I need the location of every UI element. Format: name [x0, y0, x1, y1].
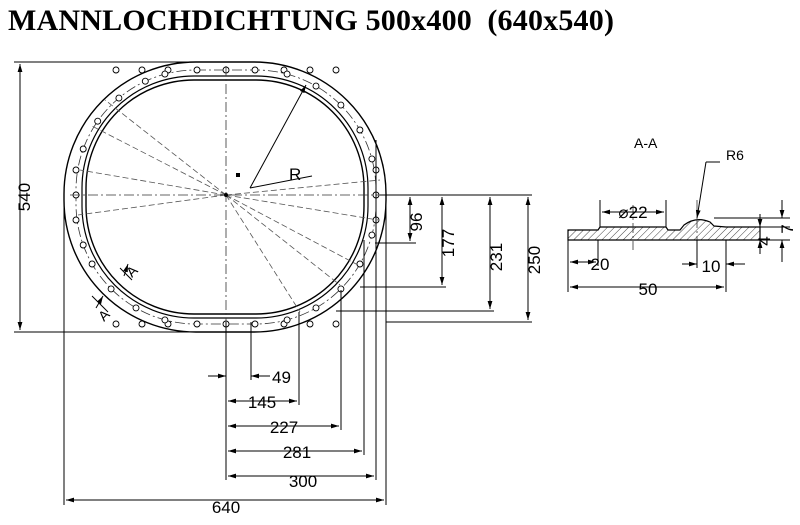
dim-145: 145 — [248, 393, 276, 412]
bolt-holes — [72, 66, 380, 328]
bolt-hole — [72, 216, 80, 224]
bolt-hole — [72, 166, 80, 174]
radius-leader — [249, 84, 307, 189]
section-dim-50: 50 — [639, 280, 658, 299]
dim-250: 250 — [525, 246, 544, 274]
gasket-inner-contour-outer — [81, 75, 369, 319]
bolt-hole — [283, 316, 291, 324]
bolt-hole — [332, 66, 340, 74]
dim-177: 177 — [439, 229, 458, 257]
bolt-hole — [193, 66, 201, 74]
radial-construction-lines — [77, 99, 381, 313]
bolt-hole — [337, 101, 345, 109]
section-profile — [567, 219, 761, 241]
bolt-hole — [115, 94, 123, 102]
bolt-hole — [251, 66, 259, 74]
bolt-hole — [368, 231, 376, 239]
radius-label: R — [289, 165, 301, 184]
bolt-hole — [79, 145, 87, 153]
dim-49: 49 — [272, 368, 291, 387]
bolt-hole — [161, 316, 169, 324]
bolt-hole — [312, 82, 320, 90]
gasket-main-view: R A A 540 640 49 145 — [14, 61, 544, 517]
bolt-hole — [132, 304, 140, 312]
bolt-hole — [88, 260, 96, 268]
dim-96: 96 — [407, 213, 426, 232]
bolt-hole — [112, 320, 120, 328]
bolt-hole — [251, 320, 259, 328]
bolt-hole — [107, 285, 115, 293]
dim-231: 231 — [487, 243, 506, 271]
svg-text:A: A — [123, 262, 141, 280]
bolt-hole — [306, 66, 314, 74]
dim-overall-width: 640 — [212, 498, 240, 517]
section-dim-4: 4 — [755, 236, 774, 245]
bolt-hole — [112, 66, 120, 74]
bolt-hole — [161, 70, 169, 78]
bolt-hole — [368, 155, 376, 163]
section-dim-7: 7 — [778, 224, 797, 233]
bolt-hole — [141, 77, 149, 85]
bolt-hole — [312, 304, 320, 312]
bolt-hole — [356, 126, 364, 134]
dim-227: 227 — [270, 418, 298, 437]
dim-overall-height: 540 — [15, 183, 34, 211]
dim-281: 281 — [283, 443, 311, 462]
bolt-hole — [283, 70, 291, 78]
gasket-inner-contour — [85, 79, 365, 315]
bolt-hole — [94, 117, 102, 125]
bolt-hole — [79, 241, 87, 249]
bolt-hole — [138, 320, 146, 328]
bolt-hole — [356, 260, 364, 268]
section-hole-dim: ⌀22 — [618, 203, 647, 222]
section-title: A-A — [634, 135, 658, 151]
bolt-hole — [138, 66, 146, 74]
section-dim-10: 10 — [702, 257, 721, 276]
page-title: MANNLOCHDICHTUNG 500x400 (640x540) — [8, 4, 615, 37]
dim-300: 300 — [289, 472, 317, 491]
section-dim-20: 20 — [591, 255, 610, 274]
bolt-hole — [332, 320, 340, 328]
section-radius: R6 — [726, 147, 744, 163]
section-mark-a1: A — [119, 262, 141, 281]
section-a-a-view: A-A R6 ⌀22 20 10 50 — [567, 135, 797, 299]
bolt-hole — [193, 320, 201, 328]
bolt-hole — [306, 320, 314, 328]
